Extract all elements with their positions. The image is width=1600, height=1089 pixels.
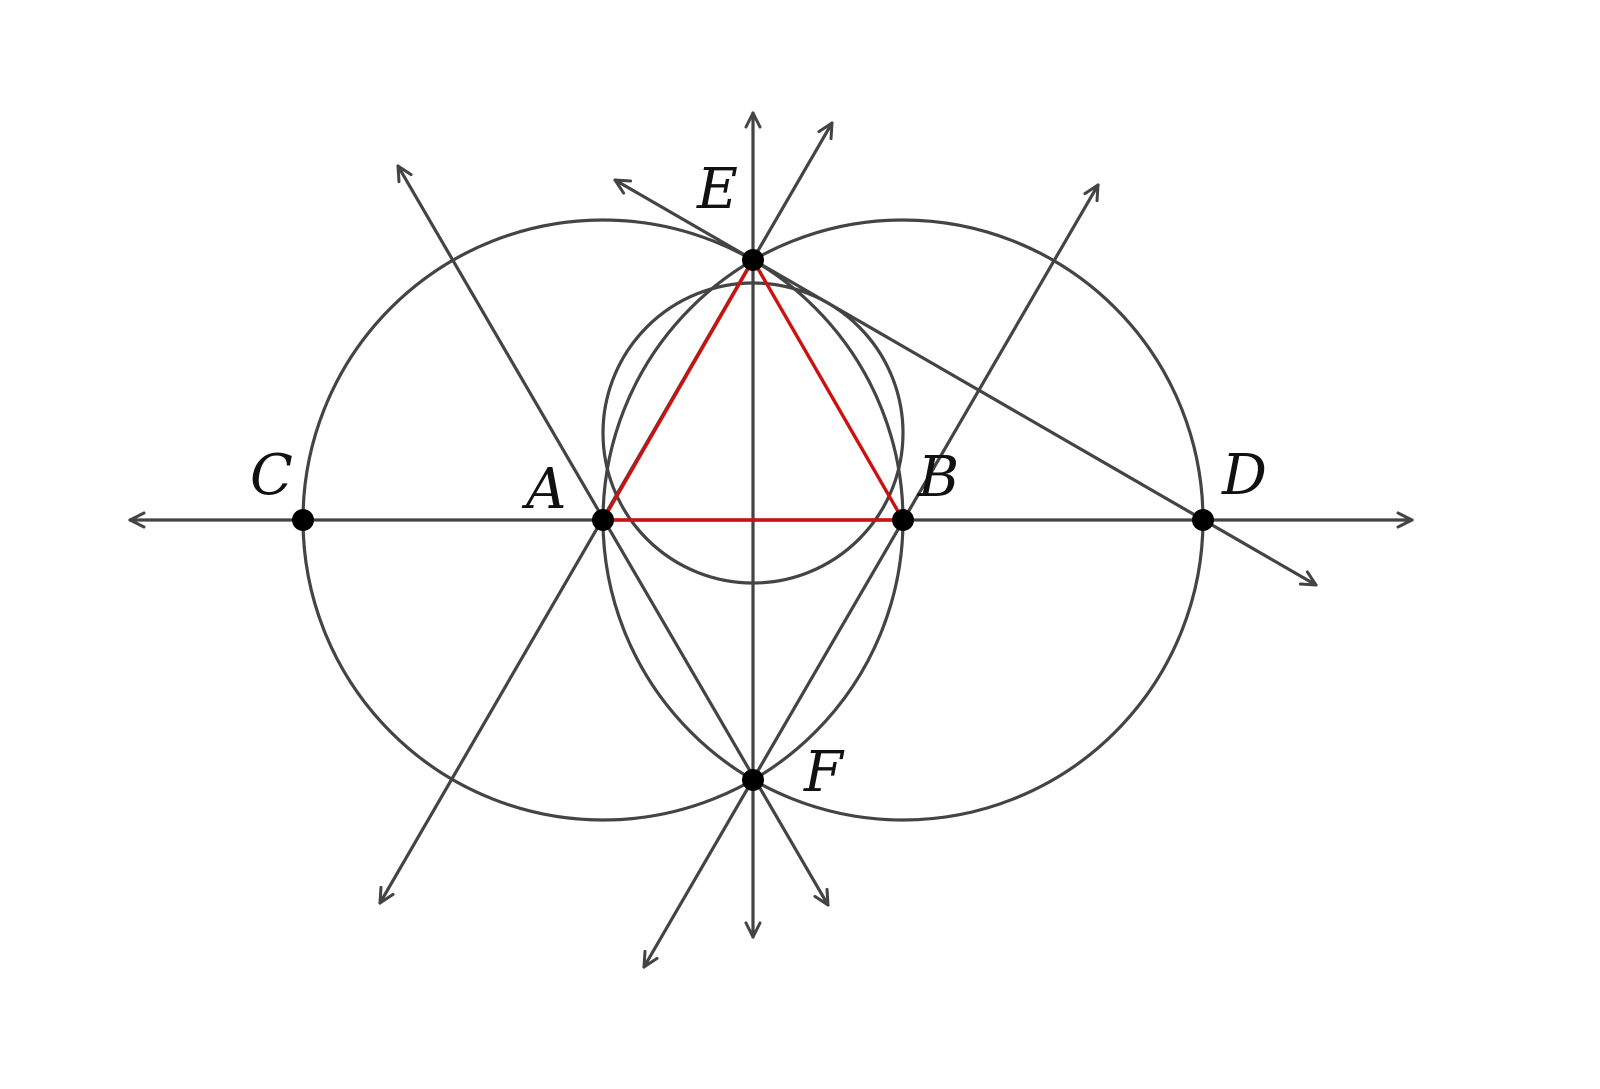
label-a: A: [521, 457, 566, 522]
point-b: [892, 509, 914, 531]
label-b: B: [917, 445, 959, 510]
point-c: [292, 509, 314, 531]
label-f: F: [803, 740, 845, 805]
line-through-a-and-e-left: [380, 166, 398, 903]
point-f: [742, 769, 764, 791]
label-c: C: [250, 443, 293, 508]
point-e: [742, 249, 764, 271]
point-a: [592, 509, 614, 531]
label-e: E: [696, 157, 738, 222]
triangle-side-be: [751, 258, 905, 522]
label-d: D: [1221, 443, 1267, 508]
point-d: [1192, 509, 1214, 531]
triangle-side-ae: [601, 258, 755, 522]
